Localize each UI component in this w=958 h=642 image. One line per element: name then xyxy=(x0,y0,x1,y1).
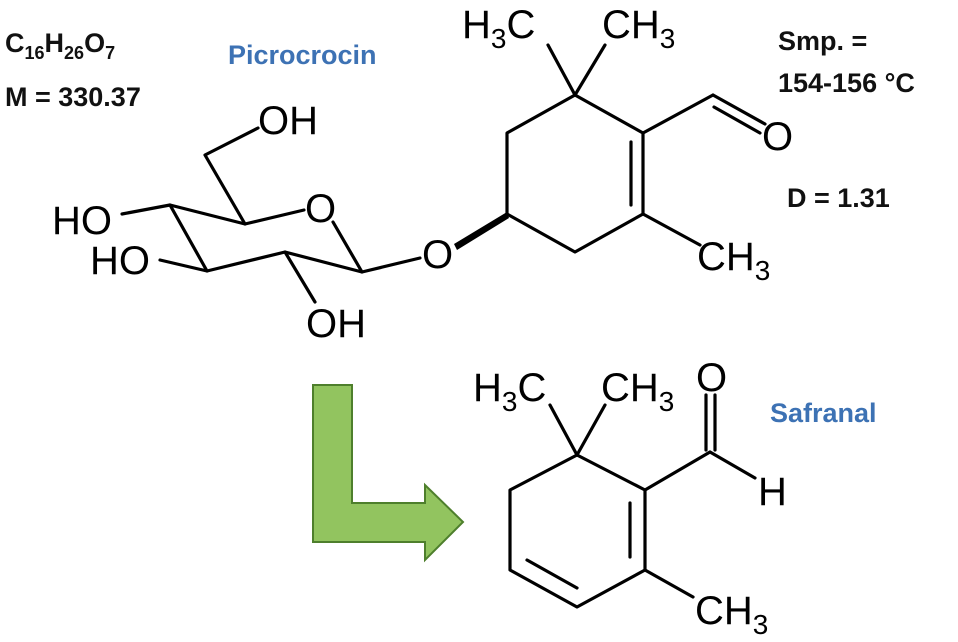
picrocrocin-label: Picrocrocin xyxy=(228,40,377,70)
atom-ho-upper: HO xyxy=(52,199,112,243)
picrocrocin-structure: OH HO HO OH O O H3C CH3 O CH3 xyxy=(52,3,793,346)
atom-ch3-right: CH3 xyxy=(601,366,674,417)
atom-aldehyde-o: O xyxy=(762,115,793,159)
melting-point-value: 154-156 °C xyxy=(778,68,915,98)
molar-mass: M = 330.37 xyxy=(5,82,141,112)
reaction-arrow-icon xyxy=(312,384,465,563)
wedge-bond xyxy=(454,212,509,250)
molecular-formula: C16H26O7 xyxy=(5,28,115,63)
atom-oh-top: OH xyxy=(258,99,318,143)
atom-oh-bottom: OH xyxy=(306,302,366,346)
atom-ch3-top-right: CH3 xyxy=(602,3,675,54)
safranal-structure: H3C CH3 O H CH3 xyxy=(473,356,787,640)
density: D = 1.31 xyxy=(787,183,890,213)
atom-safranal-h: H xyxy=(758,470,787,514)
melting-point-label: Smp. = xyxy=(778,26,867,56)
atom-ch3-bottom: CH3 xyxy=(695,589,768,640)
atom-ring-o: O xyxy=(305,187,336,231)
safranal-label: Safranal xyxy=(770,398,877,428)
atom-glycosidic-o: O xyxy=(422,233,453,277)
atom-safranal-o: O xyxy=(696,356,727,400)
atom-h3c-top-left: H3C xyxy=(462,3,535,54)
atom-ho-lower: HO xyxy=(90,239,150,283)
atom-ch3-ring: CH3 xyxy=(697,235,770,286)
atom-h3c-left: H3C xyxy=(473,366,546,417)
